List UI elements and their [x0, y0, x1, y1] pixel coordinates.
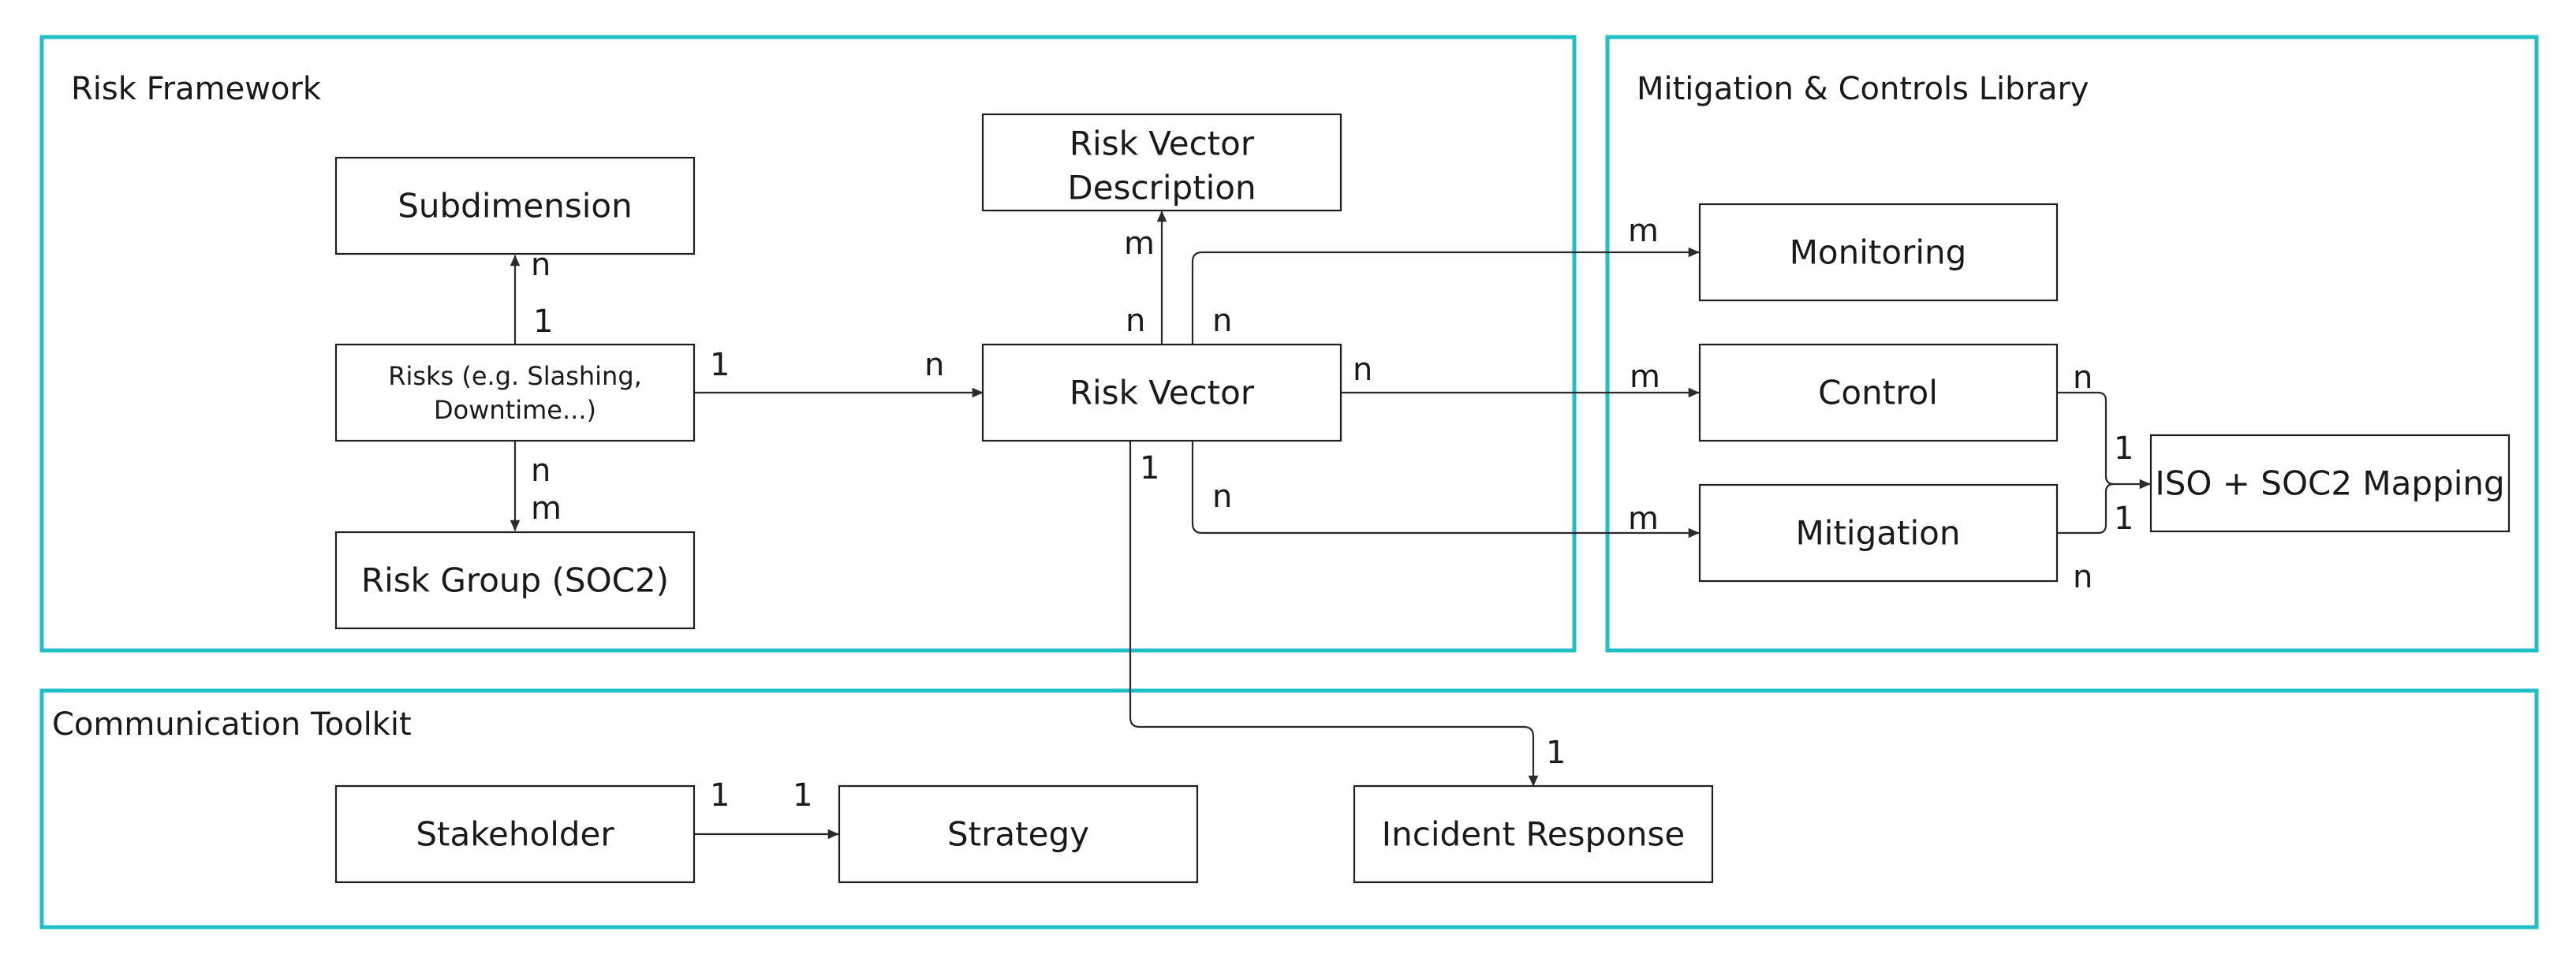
node-risks[interactable]: Risks (e.g. Slashing, Downtime...) — [334, 343, 696, 442]
edge-risks-subdimension: 1 n — [510, 247, 553, 345]
edge-label-to: m — [531, 490, 562, 527]
node-strategy[interactable]: Strategy — [838, 784, 1199, 884]
node-stakeholder[interactable]: Stakeholder — [334, 784, 696, 884]
edge-label-from: n — [2073, 559, 2093, 595]
node-control[interactable]: Control — [1698, 343, 2059, 442]
edge-label-to: n — [924, 347, 944, 383]
node-label: Control — [1818, 374, 1938, 412]
edge-label-to: 1 — [2114, 430, 2134, 467]
edge-label-from: n — [1353, 352, 1372, 388]
edge-risk-vector-description: n m — [1124, 211, 1167, 345]
region-title-risk-framework: Risk Framework — [71, 71, 322, 107]
edge-label-to: 1 — [1546, 735, 1566, 771]
edge-label-to: m — [1630, 359, 1660, 395]
node-mitigation[interactable]: Mitigation — [1698, 483, 2059, 583]
edge-label-to: 1 — [793, 777, 812, 814]
node-monitoring[interactable]: Monitoring — [1698, 203, 2059, 302]
node-subdimension[interactable]: Subdimension — [334, 156, 696, 255]
node-iso-soc2-mapping[interactable]: ISO + SOC2 Mapping — [2149, 434, 2511, 533]
node-label-line-1: Risks (e.g. Slashing, — [388, 361, 642, 391]
region-communication-toolkit: Communication Toolkit — [39, 688, 2539, 930]
edge-label-to: m — [1124, 225, 1155, 262]
node-incident-response[interactable]: Incident Response — [1353, 784, 1714, 884]
region-title-communication-toolkit: Communication Toolkit — [52, 706, 412, 743]
node-label: Monitoring — [1790, 233, 1967, 272]
region-mitigation-library: Mitigation & Controls Library — [1605, 35, 2539, 653]
edge-control-iso-mapping: n 1 — [2057, 360, 2151, 490]
edge-label-to: m — [1628, 213, 1659, 249]
edge-label-to: m — [1628, 501, 1659, 537]
region-title-mitigation-library: Mitigation & Controls Library — [1637, 71, 2089, 107]
edge-label-from: 1 — [533, 304, 553, 340]
edge-label-from: n — [1212, 303, 1232, 339]
node-label: Risk Vector — [1070, 374, 1255, 412]
edge-label-to: 1 — [2114, 501, 2134, 537]
node-label-line-2: Description — [1067, 169, 1256, 207]
edge-label-from: n — [1212, 479, 1232, 515]
node-risk-vector[interactable]: Risk Vector — [981, 343, 1342, 442]
node-label: ISO + SOC2 Mapping — [2155, 464, 2504, 503]
edge-label-from: n — [531, 453, 551, 489]
edge-risk-vector-monitoring: n m — [1191, 213, 1700, 345]
edge-label-from: 1 — [710, 347, 730, 383]
edge-label-from: 1 — [1140, 450, 1159, 486]
node-label-line-1: Risk Vector — [1070, 125, 1255, 163]
node-label: Subdimension — [398, 187, 633, 225]
edge-risk-vector-incident-response: 1 1 — [1129, 441, 1566, 787]
node-risk-group[interactable]: Risk Group (SOC2) — [334, 531, 696, 630]
edge-risks-risk-vector: 1 n — [694, 347, 984, 398]
edge-stakeholder-strategy: 1 1 — [694, 777, 839, 840]
edge-label-from: n — [1126, 303, 1145, 339]
edge-label-from: n — [2073, 360, 2093, 396]
edge-risk-vector-mitigation: n m — [1191, 441, 1700, 538]
edge-label-from: 1 — [710, 777, 730, 814]
node-label-line-2: Downtime...) — [434, 395, 596, 425]
edge-mitigation-iso-mapping: n 1 — [2057, 482, 2134, 595]
node-risk-vector-description[interactable]: Risk Vector Description — [981, 113, 1342, 212]
node-label: Stakeholder — [416, 815, 614, 854]
edge-risk-vector-control: n m — [1341, 352, 1700, 398]
node-label: Risk Group (SOC2) — [361, 561, 669, 600]
edge-risks-risk-group: n m — [510, 441, 562, 531]
node-label: Strategy — [947, 815, 1089, 854]
region-risk-framework: Risk Framework — [39, 35, 1577, 653]
node-label: Incident Response — [1382, 815, 1685, 854]
node-label: Mitigation — [1796, 514, 1961, 553]
